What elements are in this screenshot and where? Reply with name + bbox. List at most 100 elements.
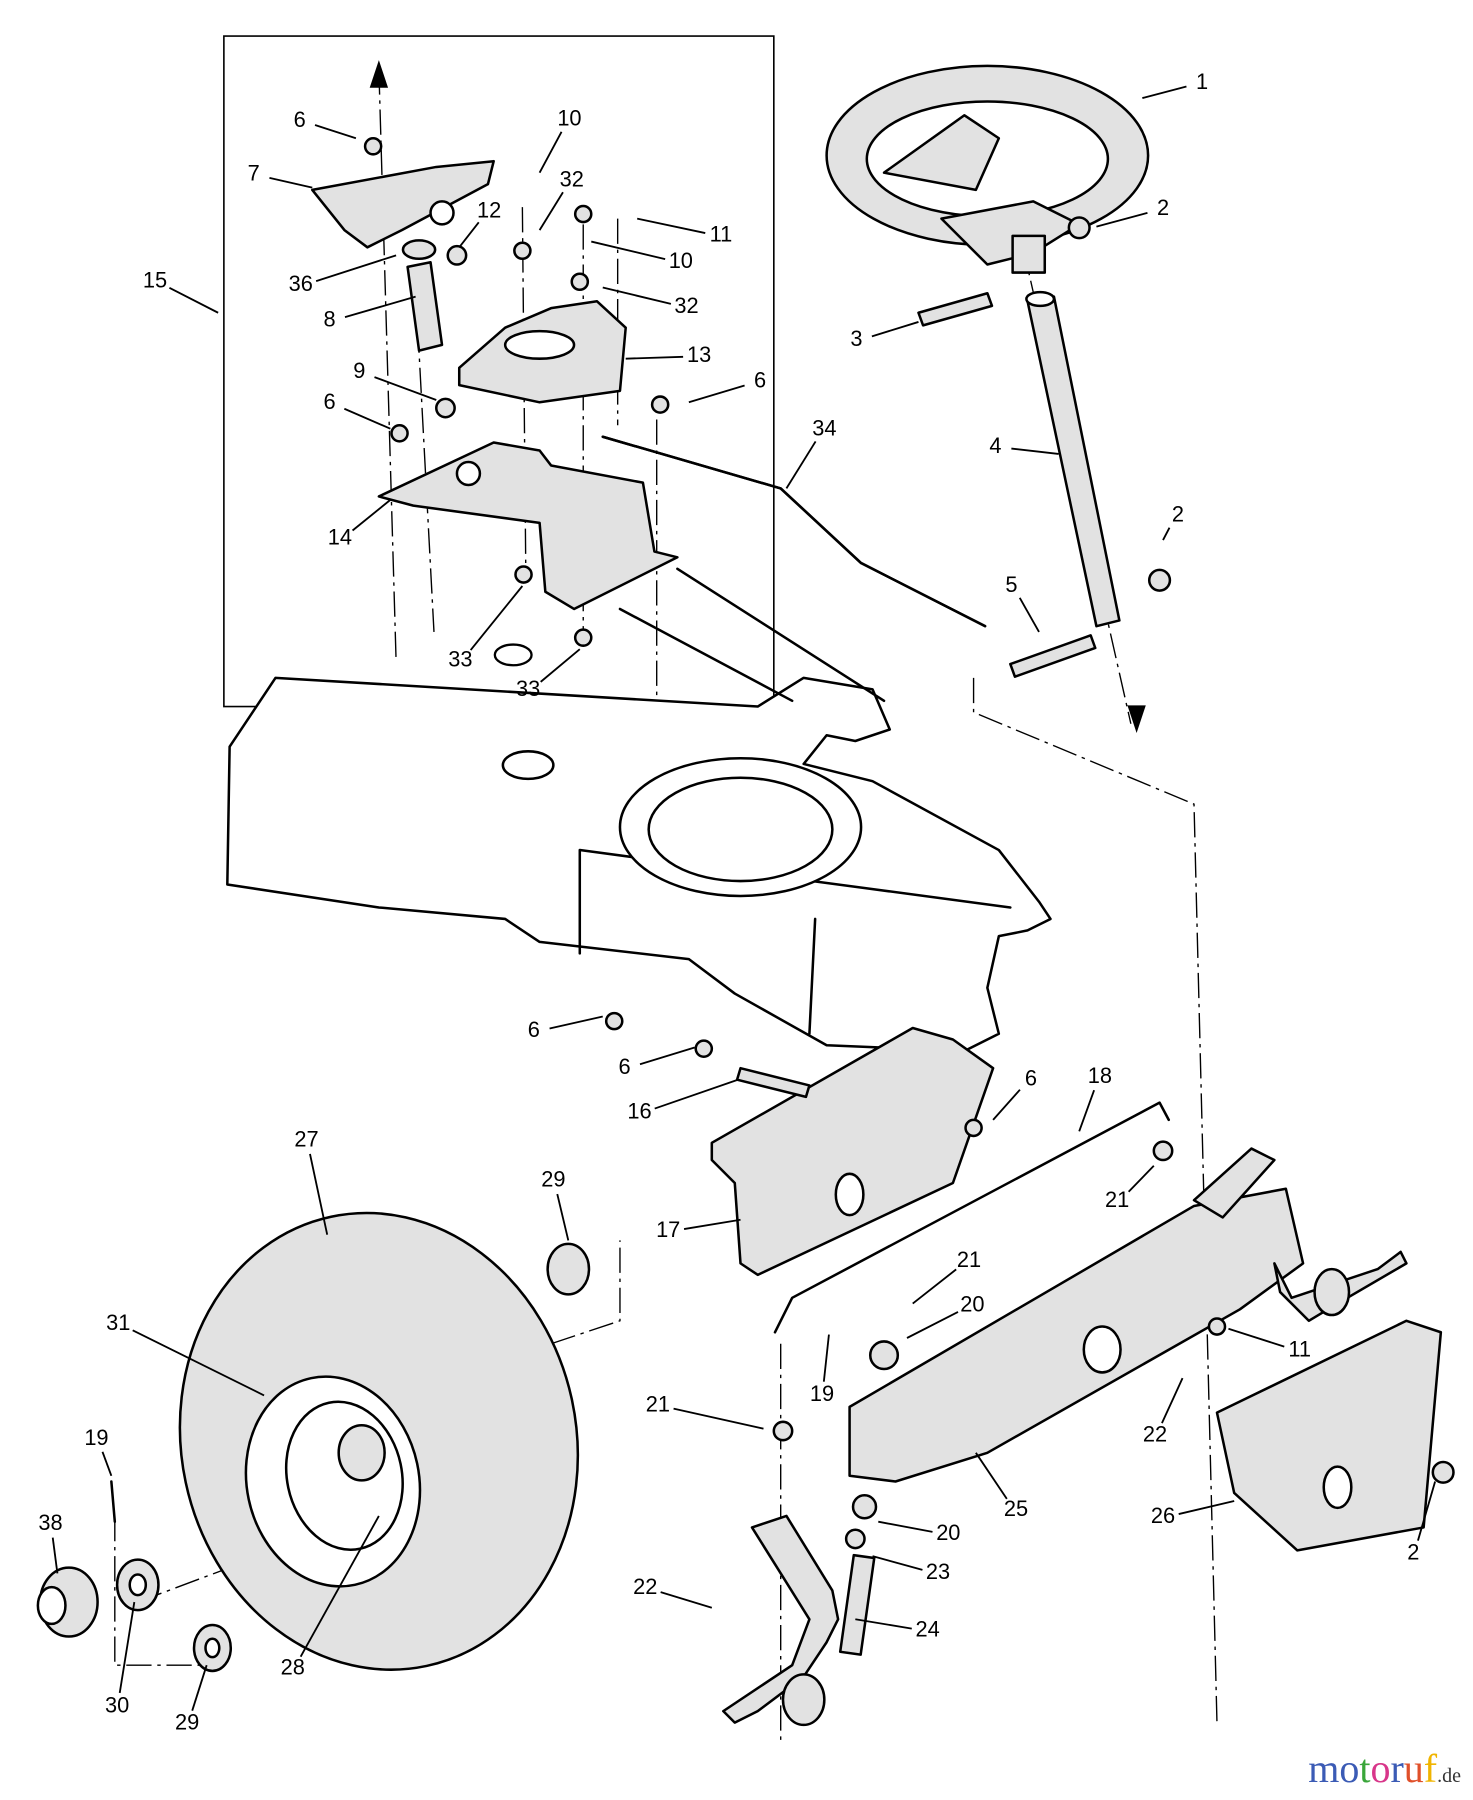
pinion-8 — [406, 260, 444, 352]
leader-line-10 — [591, 240, 666, 261]
callout-30: 30 — [105, 1692, 129, 1717]
leader-line-19 — [101, 1451, 113, 1477]
leader-line-16 — [654, 1078, 739, 1110]
callout-20: 20 — [960, 1292, 984, 1317]
leader-line-23 — [872, 1555, 923, 1571]
callout-27: 27 — [294, 1126, 318, 1151]
steering-shaft — [1026, 295, 1121, 628]
logo-letter: f — [1423, 1746, 1438, 1791]
leader-line-14 — [351, 499, 391, 532]
spindle-collar — [1313, 1267, 1351, 1317]
leader-line-25 — [975, 1452, 1008, 1500]
callout-28: 28 — [281, 1654, 305, 1679]
leader-line-17 — [683, 1218, 741, 1230]
callout-32: 32 — [674, 293, 698, 318]
callout-24: 24 — [916, 1617, 940, 1642]
cover-hole — [1322, 1465, 1353, 1510]
ring — [493, 643, 533, 667]
bolt-5 — [1009, 634, 1097, 678]
frame-edge — [808, 917, 817, 1036]
motoruf-logo: motoruf.de — [1308, 1745, 1461, 1792]
leader-line-33 — [469, 585, 524, 651]
kingpin — [838, 1553, 876, 1656]
leader-line-34 — [785, 440, 817, 489]
gear-slot — [503, 329, 576, 360]
leader-line-22 — [660, 1591, 713, 1609]
callout-10: 10 — [557, 106, 581, 131]
leader-line-8 — [344, 295, 416, 318]
callout-38: 38 — [38, 1510, 62, 1535]
callout-2: 2 — [1407, 1540, 1419, 1565]
bracket-14 — [377, 441, 679, 611]
callout-18: 18 — [1088, 1063, 1112, 1088]
callout-4: 4 — [989, 433, 1001, 458]
nut-2 — [1147, 568, 1172, 592]
leader-line-9 — [374, 376, 437, 401]
callout-7: 7 — [248, 161, 260, 186]
callout-34: 34 — [812, 416, 836, 441]
callout-6: 6 — [323, 389, 335, 414]
callout-12: 12 — [477, 197, 501, 222]
spindle-24 — [722, 1514, 840, 1724]
leader-line-21 — [912, 1268, 957, 1305]
leader-line-2 — [1417, 1481, 1436, 1541]
callout-21: 21 — [1105, 1187, 1129, 1212]
leader-line-27 — [309, 1153, 329, 1235]
nut-2 — [1067, 216, 1091, 240]
callout-15: 15 — [143, 268, 167, 293]
leader-line-3 — [871, 321, 919, 338]
leader-line-6 — [688, 384, 745, 404]
leader-line-5 — [1018, 597, 1040, 633]
leader-line-15 — [169, 287, 219, 314]
leader-line-32 — [602, 286, 672, 305]
callout-17: 17 — [656, 1217, 680, 1242]
leader-line-20 — [906, 1311, 959, 1339]
callout-5: 5 — [1005, 572, 1017, 597]
callout-21: 21 — [646, 1391, 670, 1416]
callout-11: 11 — [710, 222, 733, 247]
steering-arm — [1192, 1147, 1276, 1219]
axle-hole — [1082, 1325, 1122, 1374]
leader-line-28 — [299, 1515, 380, 1658]
callout-3: 3 — [850, 326, 862, 351]
bracket-hole — [429, 200, 455, 226]
bolt-16 — [735, 1066, 811, 1099]
callout-1: 1 — [1196, 69, 1208, 94]
callout-6: 6 — [294, 107, 306, 132]
axle-cover-26 — [1215, 1319, 1443, 1552]
leader-line-26 — [1178, 1500, 1235, 1515]
leader-line-36 — [315, 254, 397, 282]
spindle-collar — [781, 1673, 826, 1727]
hardware — [363, 136, 1455, 1550]
leader-line-30 — [118, 1601, 136, 1694]
leader-line-21 — [673, 1407, 764, 1430]
arrow-down-icon — [1127, 705, 1146, 733]
leader-line-38 — [51, 1537, 59, 1574]
callout-2: 2 — [1172, 502, 1184, 527]
leader-line-6 — [343, 407, 391, 430]
leader-line-6 — [549, 1015, 603, 1030]
callout-25: 25 — [1004, 1496, 1028, 1521]
callout-8: 8 — [323, 307, 335, 332]
callout-labels: 1234253410321110321366712368159614333366… — [38, 69, 1419, 1735]
callout-33: 33 — [448, 646, 472, 671]
leader-line-11 — [1228, 1327, 1285, 1348]
leader-line-10 — [538, 131, 563, 174]
leader-line-21 — [1127, 1165, 1155, 1193]
leader-line-2 — [1096, 211, 1148, 228]
frame-opening-inner — [647, 776, 834, 883]
tie-rod-18 — [773, 1101, 1171, 1334]
leader-line-31 — [132, 1329, 265, 1397]
leader-line-29 — [556, 1193, 570, 1241]
logo-suffix: .de — [1437, 1765, 1461, 1787]
frame-hole — [501, 750, 555, 781]
steering-wheel — [825, 64, 1150, 274]
callout-32: 32 — [560, 166, 584, 191]
leader-line-11 — [636, 217, 706, 234]
callout-6: 6 — [1025, 1065, 1037, 1090]
logo-letter: m — [1308, 1746, 1340, 1791]
bushing-36 — [401, 239, 437, 261]
callout-19: 19 — [84, 1425, 108, 1450]
callout-31: 31 — [106, 1310, 130, 1335]
